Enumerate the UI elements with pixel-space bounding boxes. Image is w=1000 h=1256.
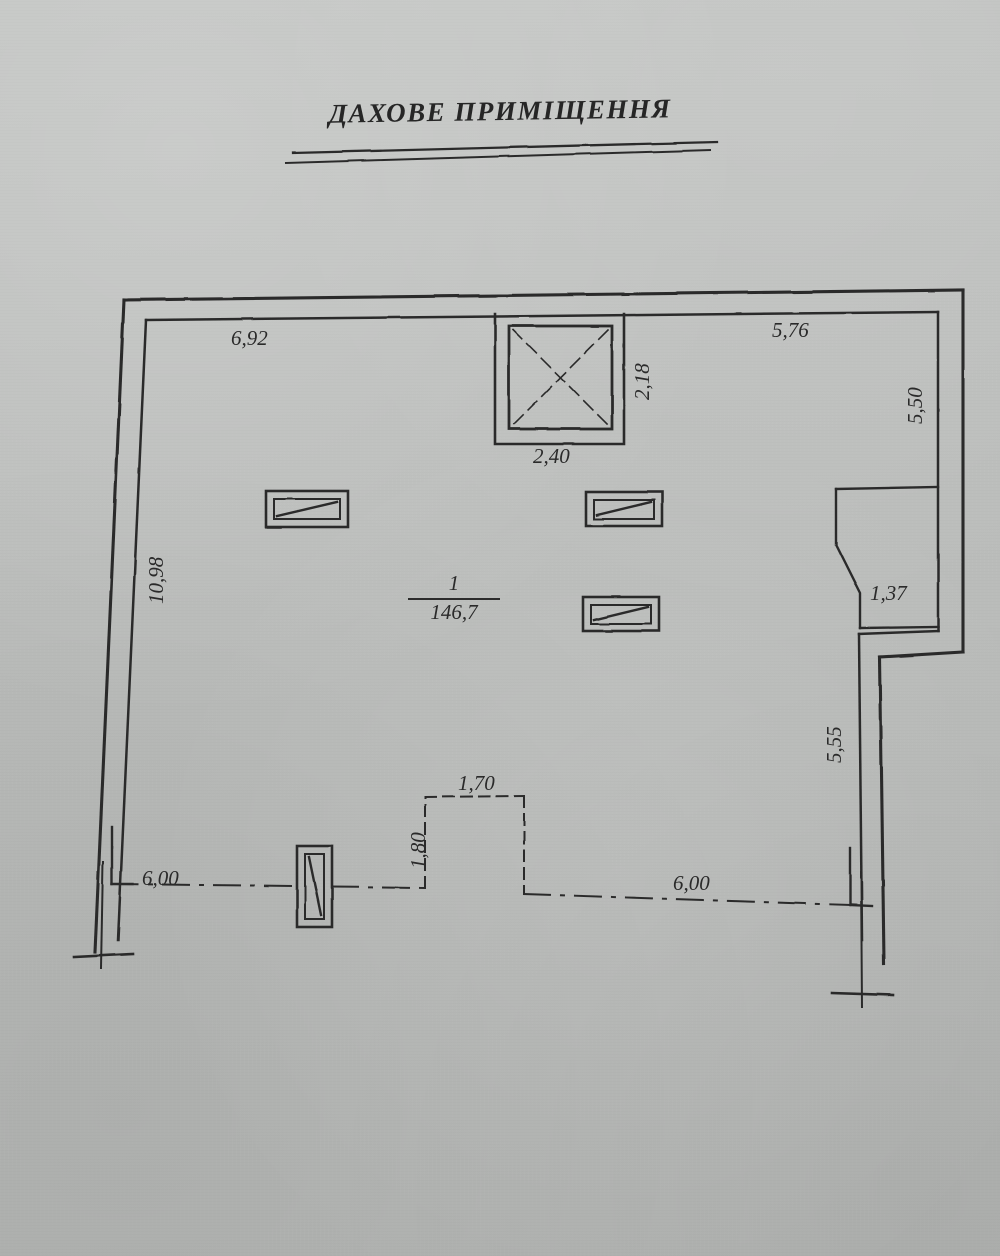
axis-notch-outline <box>423 794 526 895</box>
dimension-notch-height: 1,80 <box>406 832 430 869</box>
room-label-divider <box>408 597 500 600</box>
dimension-right-wall-upper: 5,50 <box>903 387 927 424</box>
outer-wall-contour <box>93 288 965 965</box>
dimension-axis-right: 6,00 <box>673 871 710 895</box>
roof-shaft-symbol <box>493 312 626 446</box>
dimension-shaft-width: 2,40 <box>533 444 570 468</box>
dimension-notch-width: 1,70 <box>458 771 495 795</box>
bottom-axis-line <box>110 882 852 907</box>
dimension-top-left: 6,92 <box>231 326 268 350</box>
title-underlines <box>284 140 719 165</box>
dimension-alcove: 1,37 <box>870 581 907 605</box>
dimension-axis-left: 6,00 <box>142 866 179 890</box>
wall-alcove-niche <box>834 485 940 630</box>
inner-wall-contour <box>116 310 940 942</box>
window-symbol-left <box>264 489 350 529</box>
room-number: 1 <box>448 571 460 595</box>
dimension-shaft-height: 2,18 <box>630 363 654 400</box>
room-label: 1 146,7 <box>408 571 500 624</box>
window-symbol-upper-right <box>584 490 664 528</box>
axis-end-markers <box>72 825 895 1009</box>
dimension-right-wall-lower: 5,55 <box>822 726 846 763</box>
dimension-left-wall: 10,98 <box>144 556 168 604</box>
room-area: 146,7 <box>430 599 478 624</box>
window-symbol-lower-right <box>581 595 661 633</box>
window-symbol-bottom-vertical <box>295 844 334 929</box>
dimension-top-right: 5,76 <box>772 318 809 342</box>
